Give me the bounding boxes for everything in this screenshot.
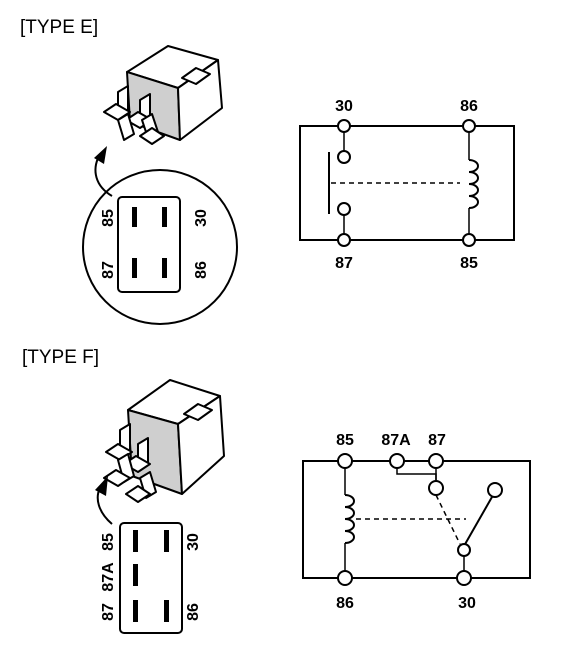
type-f-title: [TYPE F] [22, 347, 99, 368]
type-e-title: [TYPE E] [20, 17, 98, 38]
type-f-arrow-icon [95, 476, 113, 525]
type-f-connector-view: 85 87A 87 30 86 [100, 522, 202, 634]
type-f-terminal-30-label: 30 [458, 595, 476, 612]
type-e-relay-illustration [103, 45, 223, 145]
type-e-pin-30-label: 30 [193, 209, 210, 227]
type-e-terminal-86-label: 86 [460, 98, 478, 115]
type-f-schematic: 85 87A 87 86 30 [302, 432, 531, 612]
type-e-pin-87-label: 87 [100, 261, 117, 279]
type-f-pin-87a-label: 87A [100, 562, 117, 592]
type-f-pin-85-label: 85 [100, 533, 117, 551]
type-e-terminal-30-label: 30 [335, 98, 353, 115]
type-f-pin-86-label: 86 [185, 603, 202, 621]
type-f-terminal-87a-label: 87A [381, 432, 411, 449]
type-e-pin-86-label: 86 [193, 261, 210, 279]
type-e-arrow-icon [94, 146, 113, 197]
type-e-schematic: 30 86 87 85 [299, 98, 515, 272]
type-e-connector-view: 85 87 30 86 [82, 169, 238, 325]
type-e-terminal-85-label: 85 [460, 255, 478, 272]
type-f-pin-87-label: 87 [100, 603, 117, 621]
type-f-pin-30-label: 30 [185, 533, 202, 551]
type-f-terminal-86-label: 86 [336, 595, 354, 612]
type-f-terminal-87-label: 87 [428, 432, 446, 449]
type-e-pin-85-label: 85 [100, 209, 117, 227]
type-f-terminal-85-label: 85 [336, 432, 354, 449]
type-e-terminal-87-label: 87 [335, 255, 353, 272]
type-f-relay-illustration [103, 379, 225, 503]
